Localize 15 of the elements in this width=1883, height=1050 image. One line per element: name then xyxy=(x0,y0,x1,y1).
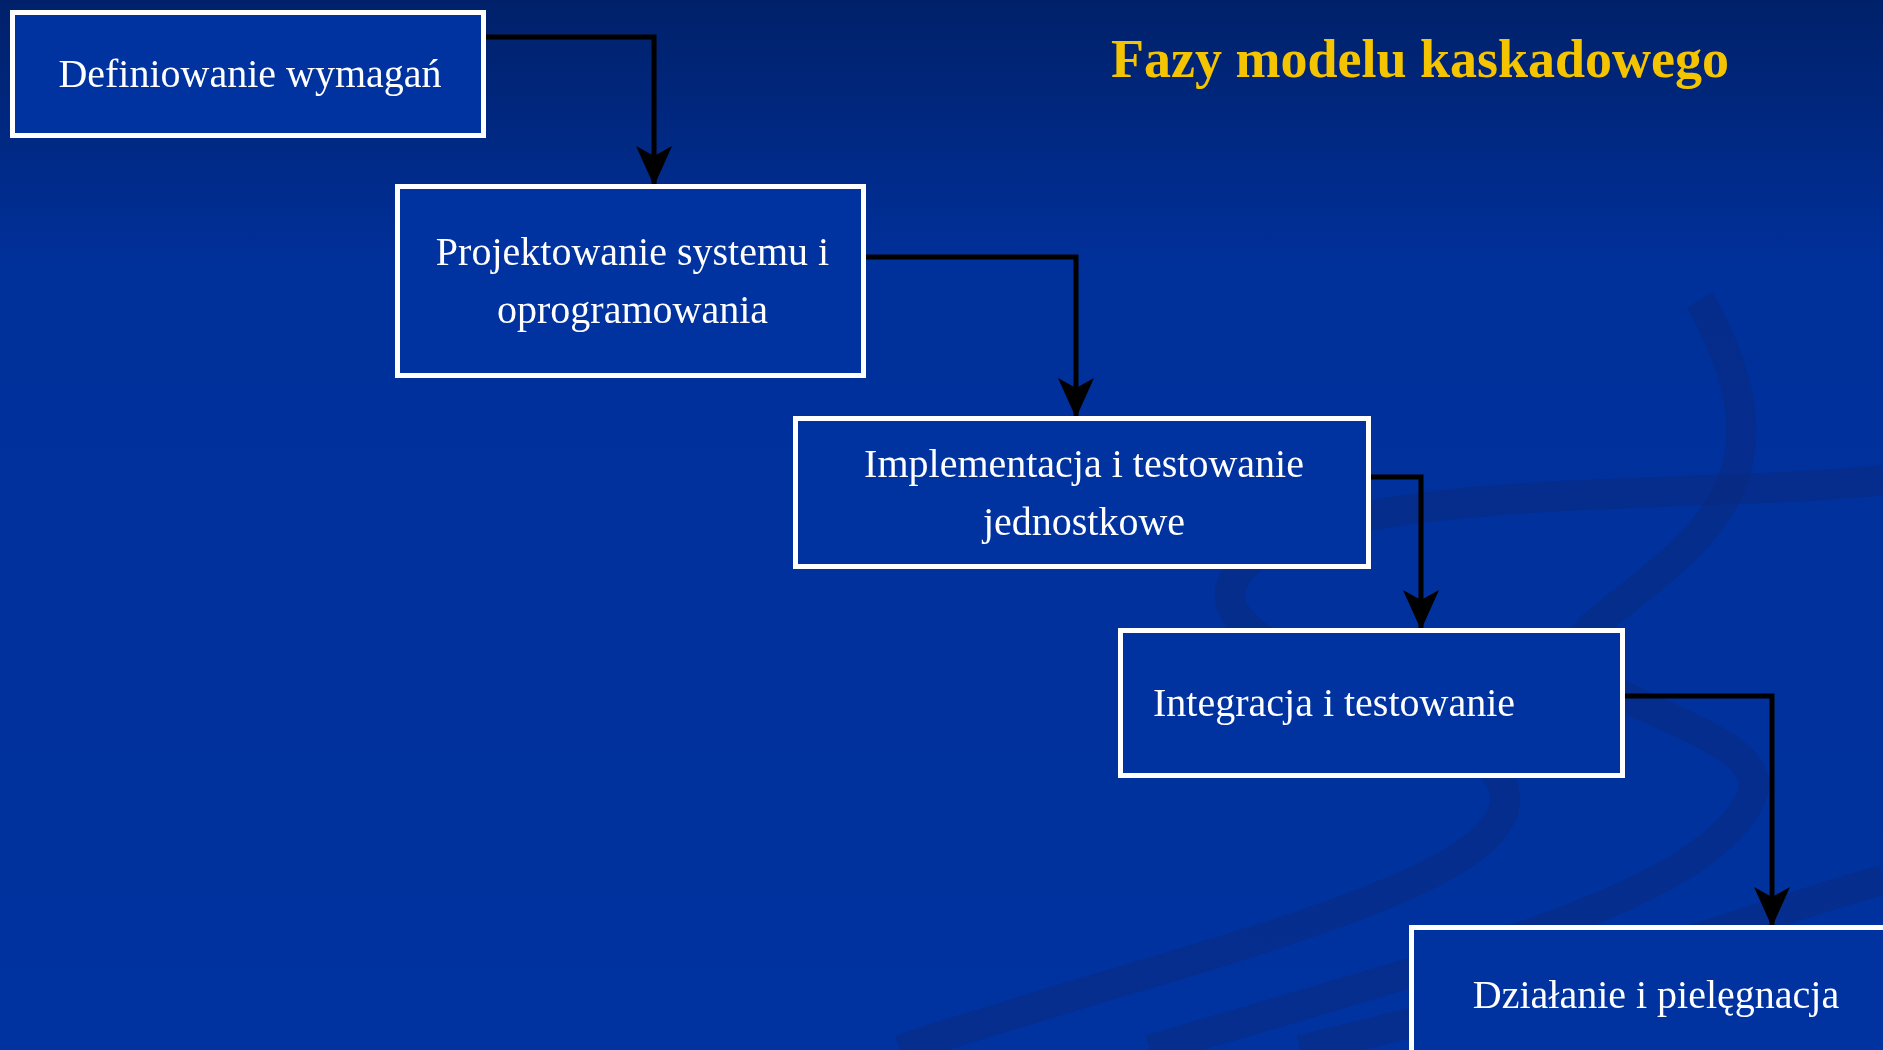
box-label: Działanie i pielęgnacja xyxy=(1471,971,1841,1019)
process-box xyxy=(1118,628,1625,778)
process-box xyxy=(10,10,486,138)
process-box xyxy=(793,416,1371,569)
diagram-title: Fazy modelu kaskadowego xyxy=(1109,28,1730,90)
process-box xyxy=(395,184,866,378)
arrow xyxy=(1625,693,1790,927)
box-label: Integracja i testowanie xyxy=(1153,679,1517,727)
box-label: Implementacja i testowanie jednostkowe xyxy=(863,439,1305,546)
arrow xyxy=(486,34,673,186)
arrow xyxy=(1371,474,1439,630)
box-label: Definiowanie wymagań xyxy=(57,50,443,98)
arrow xyxy=(866,254,1094,418)
box-label: Projektowanie systemu i oprogramowania xyxy=(434,228,831,334)
process-box xyxy=(1409,925,1883,1050)
